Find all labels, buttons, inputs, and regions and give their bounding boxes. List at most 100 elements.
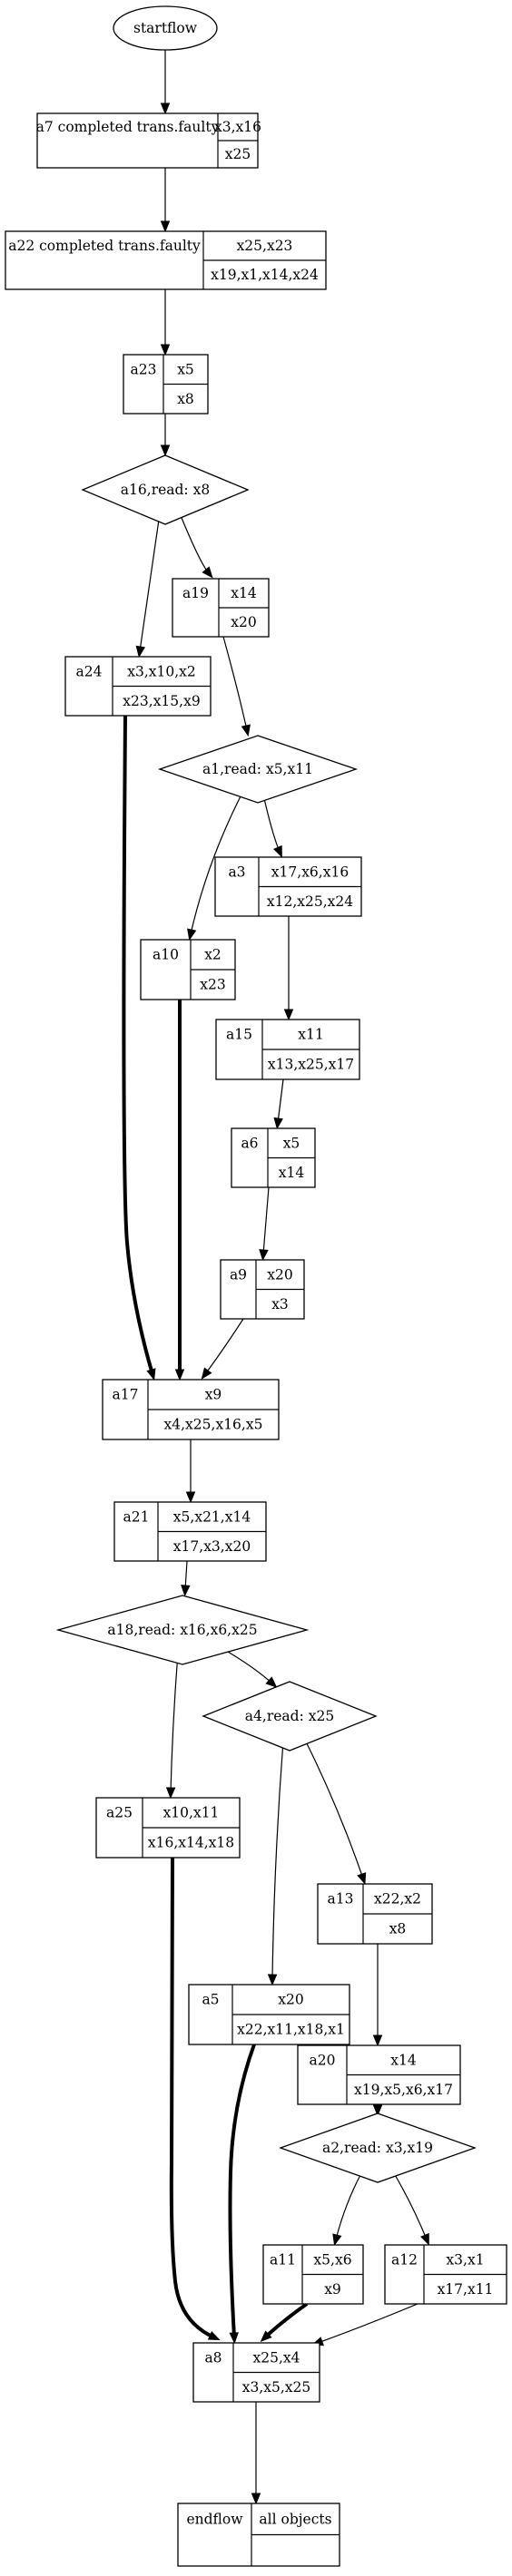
record-bottom-value: x19,x5,x6,x17 [354, 2082, 453, 2098]
record-bottom-value: x17,x3,x20 [173, 1538, 251, 1555]
node-a8: a8 x25,x4 x3,x5,x25 [192, 2342, 320, 2403]
node-a4: a4,read: x25 [202, 1681, 378, 1751]
edge-a4-to-a5 [267, 1740, 284, 1986]
arrowhead [260, 2330, 272, 2343]
record-top-value: x5 [283, 1135, 300, 1151]
edge-a20-to-a2 [372, 2104, 383, 2117]
edge-line [228, 2044, 256, 2338]
arrowhead [372, 2104, 383, 2117]
edge-a16-to-a19 [179, 512, 213, 579]
record-bottom-value: x25 [225, 146, 251, 162]
edge-a5-to-a8 [228, 2044, 256, 2345]
edge-a6-to-a9 [259, 1186, 270, 1262]
arrowhead [146, 1368, 156, 1381]
edge-a2-to-a11 [332, 2172, 362, 2247]
edge-line [302, 1735, 364, 1879]
arrowhead [241, 724, 251, 737]
decision-diamond [55, 1595, 310, 1665]
node-a2: a2,read: x3,x19 [279, 2113, 477, 2183]
arrowhead [259, 1249, 269, 1262]
edge-line [169, 1857, 215, 2339]
arrowhead [283, 1009, 294, 1021]
record-bottom-value: x20 [231, 614, 256, 630]
edge-line [179, 512, 210, 574]
start-ellipse [113, 5, 218, 51]
record-bottom-value: x3,x5,x25 [242, 2379, 311, 2395]
arrowhead [357, 1872, 367, 1885]
record-id: a5 [202, 1992, 219, 2008]
arrowhead [251, 2493, 261, 2505]
record-top-value: x3,x10,x2 [127, 663, 196, 679]
record-bottom-value: x12,x25,x24 [267, 893, 353, 910]
record-top-value: x25,x4 [253, 2349, 300, 2366]
node-a25: a25 x10,x11 x16,x14,x18 [95, 1797, 241, 1859]
edge-a4-to-a13 [302, 1735, 367, 1885]
record-bottom-value: x23 [200, 977, 225, 993]
decision-label: a16,read: x8 [121, 482, 210, 498]
decision-diamond [202, 1681, 378, 1751]
record-top-value: x3,x16 [214, 119, 261, 135]
edge-a3-to-a15 [283, 916, 294, 1021]
record-id: a22 completed trans.faulty [8, 238, 201, 254]
node-start: startflow [113, 5, 218, 51]
arrowhead [160, 344, 171, 356]
record-bottom-value: x22,x11,x18,x1 [237, 2022, 345, 2038]
arrowhead [160, 220, 171, 233]
edge-line [204, 1318, 244, 1375]
record-id: a15 [226, 1027, 252, 1043]
arrowhead [201, 1367, 212, 1380]
record-id: a23 [131, 361, 157, 377]
edge-a18-to-a25 [165, 1652, 179, 1800]
edge-line [222, 636, 248, 731]
record-top-value: x5,x6 [313, 2251, 351, 2268]
edge-a9-to-a17 [201, 1318, 244, 1380]
edges-layer [122, 50, 429, 2505]
arrowhead [273, 1117, 283, 1130]
edge-a21-to-a18 [181, 1560, 191, 1597]
decision-diamond [157, 735, 359, 804]
arrowhead [229, 2332, 239, 2345]
edge-line [122, 715, 154, 1375]
edge-a2-to-a12 [393, 2172, 429, 2246]
record-top-value: x20 [267, 1266, 292, 1283]
record-id: a6 [241, 1135, 258, 1151]
node-a16: a16,read: x8 [81, 454, 250, 525]
record-top-value: x9 [205, 1387, 222, 1403]
arrowhead [332, 2233, 342, 2247]
edge-a8-to-end [251, 2402, 261, 2505]
edge-line [263, 2302, 309, 2339]
edge-a17-to-a21 [185, 1439, 196, 1504]
arrowhead [181, 1585, 191, 1597]
node-label: startflow [133, 20, 198, 36]
edge-start-to-a7 [160, 50, 171, 115]
arrowhead [202, 566, 213, 579]
edge-a13-to-a20 [372, 1944, 383, 2047]
record-id: a3 [228, 864, 245, 880]
record-id: a11 [270, 2251, 296, 2268]
edge-a7-to-a22 [160, 168, 171, 233]
edge-a12-to-a8 [311, 2303, 418, 2347]
record-id: a8 [204, 2349, 222, 2366]
edge-a1-to-a3 [262, 794, 282, 858]
edge-a16-to-a24 [135, 512, 161, 659]
record-bottom-value: x23,x15,x9 [123, 693, 200, 709]
record-id: a21 [123, 1508, 150, 1525]
record-id: a25 [106, 1805, 133, 1821]
record-top-value: x10,x11 [163, 1805, 220, 1821]
arrowhead [174, 1369, 185, 1381]
decision-diamond [279, 2113, 477, 2183]
record-bottom-value: x8 [177, 391, 194, 407]
record-top-value: x14 [231, 585, 257, 601]
record-bottom-value: x16,x14,x18 [148, 1835, 234, 1851]
